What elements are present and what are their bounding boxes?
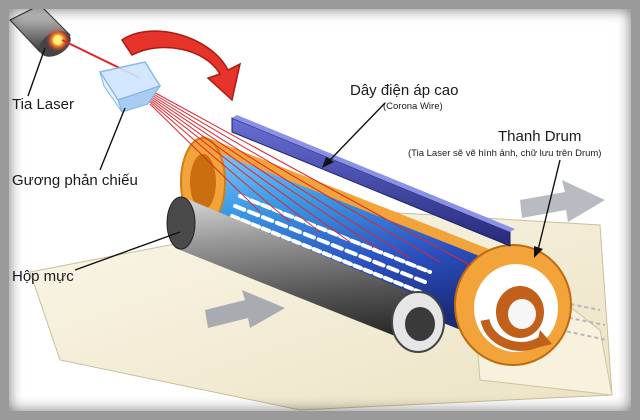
drum-pointer-line (537, 159, 561, 251)
drum-end-cap (454, 244, 572, 366)
corona-wire-sublabel: (Corona Wire) (383, 101, 443, 112)
corona-wire (231, 115, 515, 247)
drum-label: Thanh Drum (498, 128, 582, 145)
mirror-prism (98, 61, 162, 113)
paper-direction-arrow (205, 290, 285, 328)
corona-wire-label: Dây điện áp cao (350, 82, 459, 99)
mirror-label: Gương phản chiếu (12, 172, 138, 189)
drum-sublabel: (Tia Laser sẽ vẽ hình ảnh, chữ lưu trên … (408, 148, 602, 159)
corona-pointer-line (329, 102, 386, 161)
toner-label: Hộp mực (12, 268, 74, 285)
rotation-arrow (120, 30, 242, 102)
mirror-pointer-line (99, 107, 126, 171)
laser-emitter (9, 4, 71, 57)
laser-label: Tia Laser (12, 96, 74, 113)
exit-arrow (520, 180, 605, 222)
toner-pointer-line (74, 231, 181, 271)
toner-roller (166, 196, 445, 353)
laser-pointer-line (27, 47, 46, 97)
